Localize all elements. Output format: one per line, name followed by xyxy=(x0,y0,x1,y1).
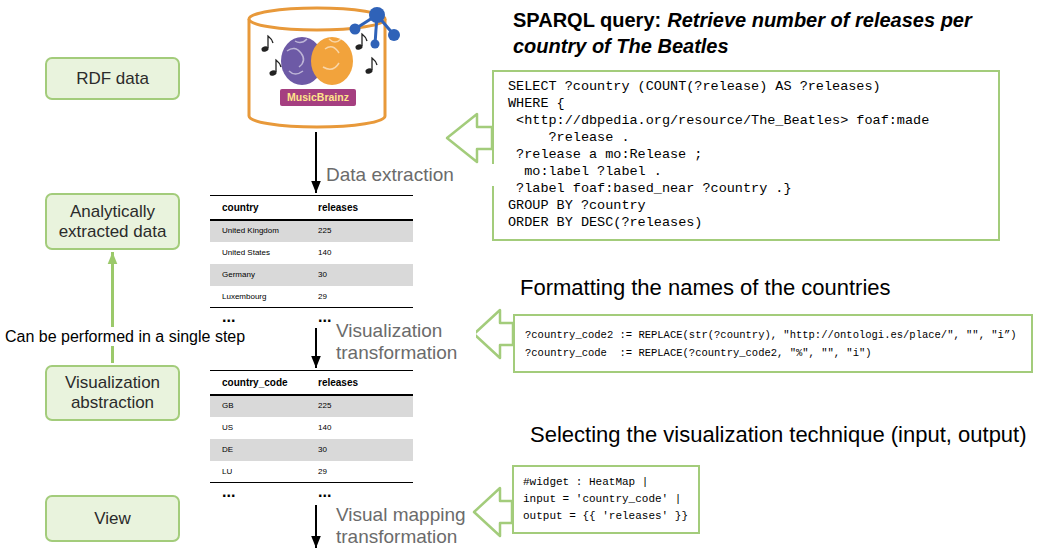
code-line: ?release . xyxy=(508,129,990,146)
music-note xyxy=(355,34,367,51)
hollow-arrow xyxy=(474,488,512,536)
table-cell: DE xyxy=(222,439,233,461)
code-line: ?country_code2 := REPLACE(str(?country),… xyxy=(525,326,1023,344)
data-table: country releasesUnited Kingdom 225United S… xyxy=(210,195,413,326)
flow-arrow xyxy=(315,132,317,193)
edge-label: Can be performed in a single step xyxy=(5,327,245,346)
code-line: ?release a mo:Release ; xyxy=(508,146,990,163)
hollow-arrow xyxy=(447,114,492,162)
row-shade xyxy=(210,395,413,417)
stage-label: RDF data xyxy=(76,69,149,89)
table-rule xyxy=(210,370,413,371)
music-note xyxy=(261,36,273,53)
logo-text: MusicBrainz xyxy=(280,89,356,106)
table-cell: ... xyxy=(318,308,331,326)
brain-fold xyxy=(325,47,339,53)
table-rule xyxy=(210,307,413,308)
panel-heading: Selecting the visualization technique (i… xyxy=(530,422,1027,447)
code-line: ?country_code := REPLACE(?country_code2,… xyxy=(525,344,1023,362)
table-rule xyxy=(210,482,413,483)
table-cell: LU xyxy=(222,461,232,483)
edge-label: Data extraction xyxy=(326,164,496,186)
code-line: ORDER BY DESC(?releases) xyxy=(508,214,990,231)
flow-arrow xyxy=(315,328,317,368)
database-cylinder-outline xyxy=(245,5,390,130)
stage-box: View xyxy=(45,495,180,542)
stage-label: Visualization abstraction xyxy=(55,373,170,413)
table-cell: 30 xyxy=(318,439,327,461)
table-cell: releases xyxy=(318,195,358,220)
stage-box: RDF data xyxy=(45,57,180,100)
code-line: SELECT ?country (COUNT(?release) AS ?rel… xyxy=(508,78,990,95)
logo-banner xyxy=(280,89,356,106)
code-line: output = {{ 'releases' }} xyxy=(523,508,692,525)
table-cell: 29 xyxy=(318,286,327,308)
table-cell: United States xyxy=(222,242,270,264)
stage-box: Visualization abstraction xyxy=(45,365,180,421)
table-cell: Luxembourg xyxy=(222,286,266,308)
edge-label: Visualization transformation xyxy=(336,320,476,364)
code-line: ?label foaf:based_near ?country .} xyxy=(508,180,990,197)
network-node xyxy=(388,29,400,41)
step-label: Visual mapping transformation xyxy=(336,504,476,548)
table-cell: 225 xyxy=(318,220,331,242)
code-box: #widget : HeatMap |input = 'country_code… xyxy=(512,465,700,534)
code-line: GROUP BY ?country xyxy=(508,197,990,214)
code-line: WHERE { xyxy=(508,95,990,112)
network-node xyxy=(371,40,380,49)
table-cell: country xyxy=(222,195,259,220)
music-note xyxy=(365,58,377,75)
flow-arrow xyxy=(315,505,317,548)
brain-fold xyxy=(329,39,341,42)
brain-right xyxy=(311,37,353,85)
music-note xyxy=(269,60,281,77)
row-shade xyxy=(210,439,413,461)
network-node xyxy=(369,7,385,23)
query-panel: SPARQL query:Retrieve number of releases… xyxy=(492,8,1003,241)
table-cell: 225 xyxy=(318,395,331,417)
code-line: <http://dbpedia.org/resource/The_Beatles… xyxy=(508,112,990,129)
brain-fold xyxy=(295,39,307,43)
table-cell: releases xyxy=(318,370,358,395)
panel-heading: Formatting the names of the countries xyxy=(520,275,891,300)
panel-heading: SPARQL query: xyxy=(513,9,661,31)
cylinder-top xyxy=(249,8,385,30)
flow-arrow xyxy=(111,252,114,363)
table-cell: Germany xyxy=(222,264,255,286)
data-table: country_code releasesGB 225US 140DE 30LU 29..… xyxy=(210,370,413,501)
table-cell: GB xyxy=(222,395,234,417)
table-cell: ... xyxy=(222,308,235,326)
stage-box: Analytically extracted data xyxy=(45,193,180,250)
table-cell: 29 xyxy=(318,461,327,483)
brain-fold xyxy=(323,63,339,69)
network-node xyxy=(350,24,361,35)
table-cell: ... xyxy=(318,483,331,501)
table-cell: ... xyxy=(222,483,235,501)
table-cell: 140 xyxy=(318,417,331,439)
table-rule xyxy=(210,219,413,221)
stage-label: View xyxy=(94,509,131,529)
cylinder-body xyxy=(249,19,385,127)
widget-panel: Selecting the visualization technique (i… xyxy=(512,422,1030,534)
table-cell: US xyxy=(222,417,233,439)
table-cell: United Kingdom xyxy=(222,220,279,242)
table-cell: 30 xyxy=(318,264,327,286)
code-box: ?country_code2 := REPLACE(str(?country),… xyxy=(513,314,1033,373)
code-line: #widget : HeatMap | xyxy=(523,474,692,491)
database-cylinder: MusicBrainz xyxy=(245,5,390,130)
code-box: SELECT ?country (COUNT(?release) AS ?rel… xyxy=(492,70,1000,241)
table-rule xyxy=(210,394,413,396)
code-line: mo:label ?label . xyxy=(508,163,990,180)
stage-label: Analytically extracted data xyxy=(55,202,170,242)
brain-fold xyxy=(287,48,304,67)
code-line: input = 'country_code' | xyxy=(523,491,692,508)
table-cell: 140 xyxy=(318,242,331,264)
table-cell: country_code xyxy=(222,370,288,395)
table-rule xyxy=(210,195,413,196)
transform-panel: Formatting the names of the countries ?co… xyxy=(513,275,1033,373)
hollow-arrow xyxy=(474,310,513,358)
brain-fold xyxy=(289,71,303,74)
